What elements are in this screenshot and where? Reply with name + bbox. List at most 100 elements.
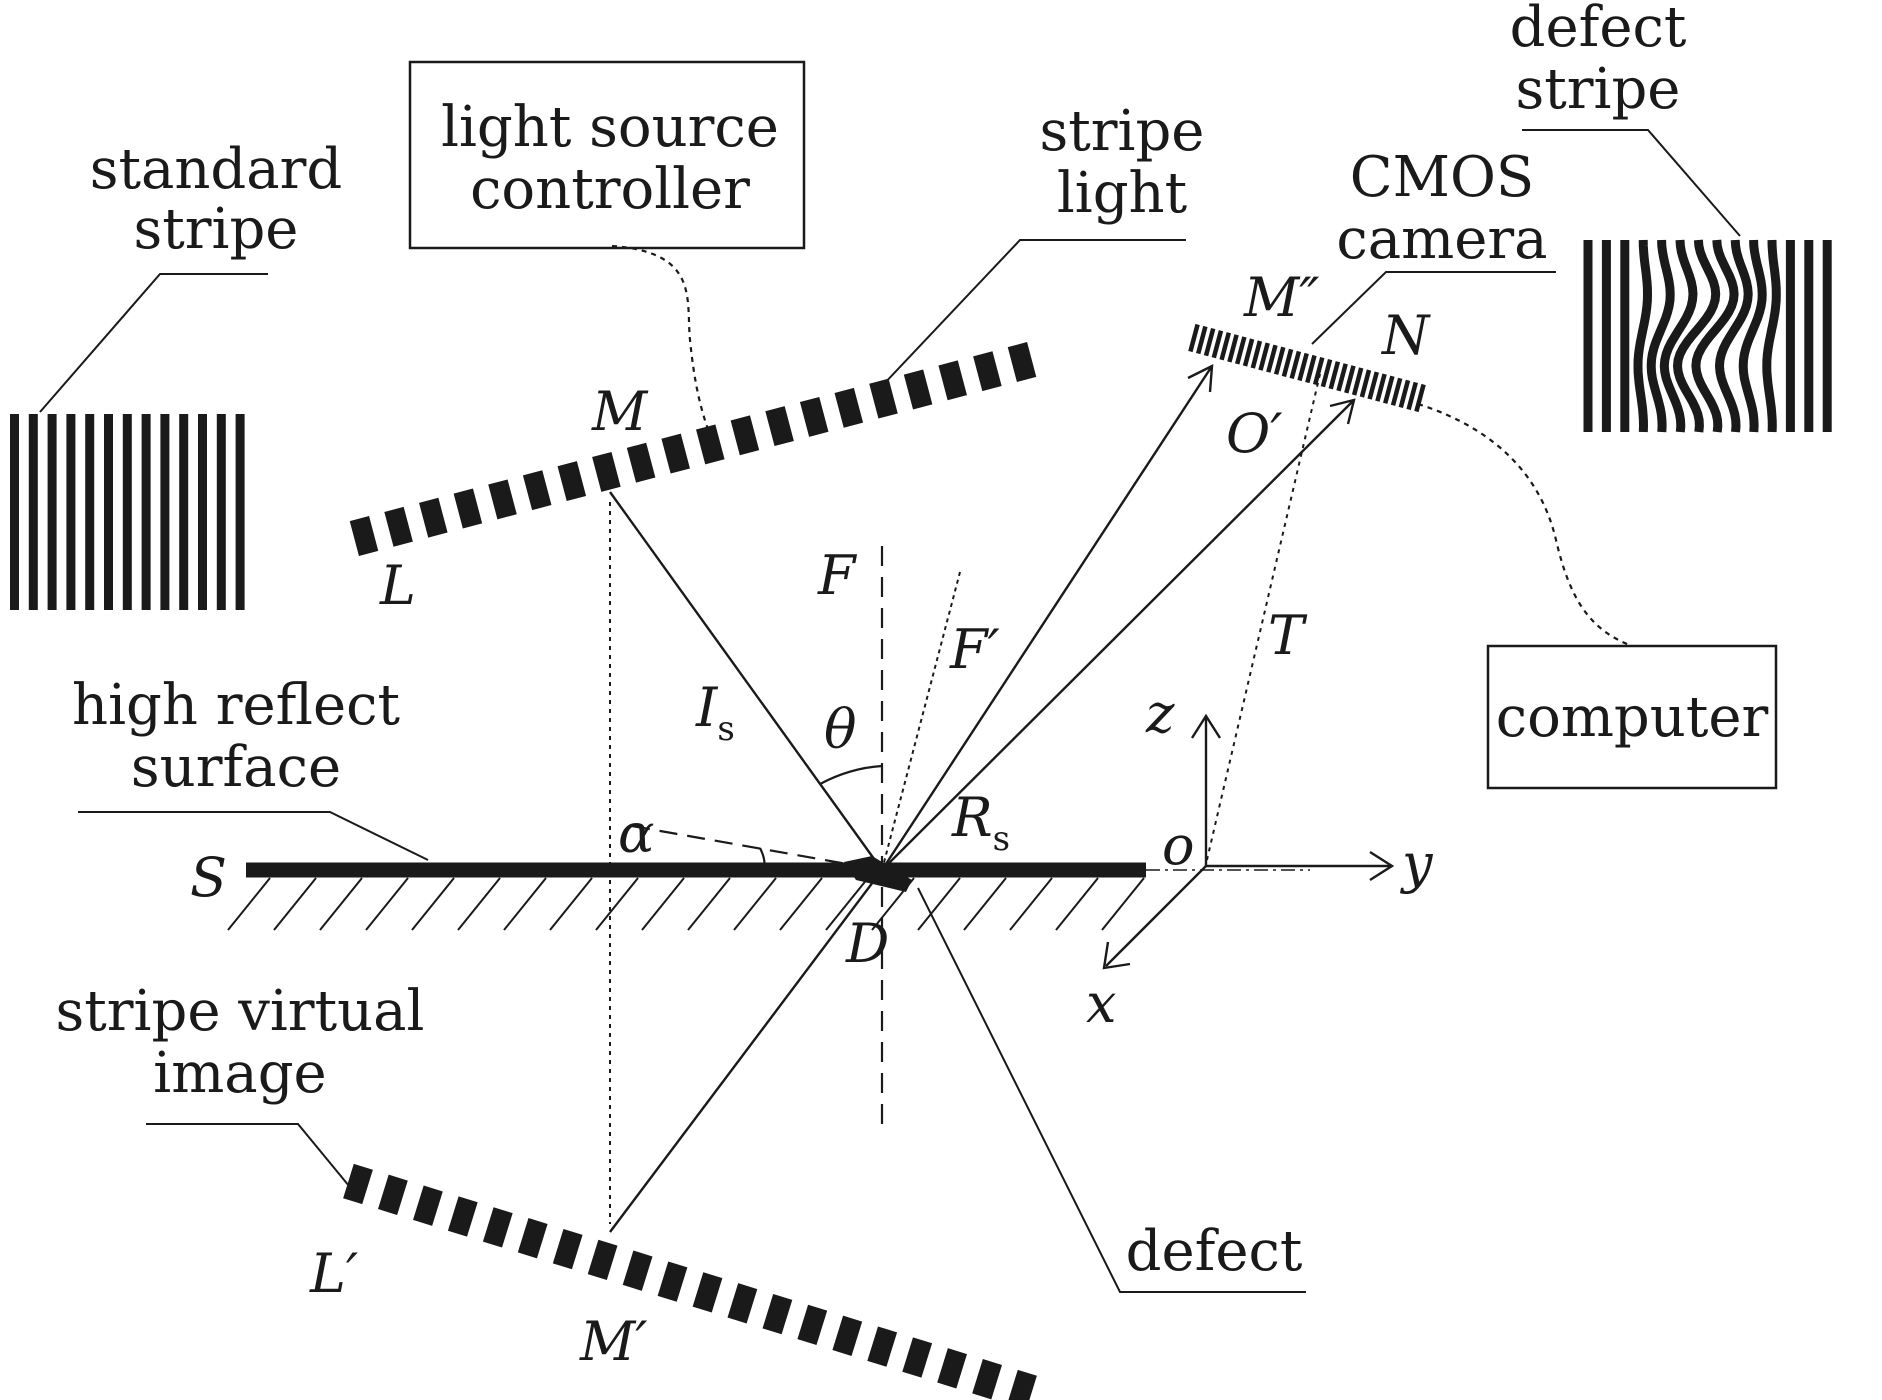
virtual-image-block xyxy=(692,1272,723,1313)
hatch-line xyxy=(1055,877,1099,931)
camera-pixel-tick xyxy=(1188,323,1200,353)
camera-pixel-tick xyxy=(1351,367,1364,396)
stripe-light-block xyxy=(973,351,1002,392)
symbol-L-prime: L′ xyxy=(309,1242,358,1305)
hatch-line xyxy=(457,877,501,931)
symbol-z: z xyxy=(1145,682,1175,745)
standard-stripe-bar xyxy=(85,414,95,610)
stripe-light-block xyxy=(419,497,448,538)
stripe-light-block xyxy=(384,506,413,547)
camera-pixel-tick xyxy=(1390,377,1403,406)
defect-stripe-leader xyxy=(1522,129,1741,237)
stripe-light-block xyxy=(557,461,587,502)
stripe-light-block xyxy=(626,442,656,483)
stripe-light-leader xyxy=(881,239,1186,387)
symbol-Rs: Rs xyxy=(951,786,1010,859)
defect-stripe-bar xyxy=(1672,239,1721,433)
reflected-ray-Rs xyxy=(881,399,1355,871)
stripe-virtual-image-label-line1: stripe virtual xyxy=(56,979,425,1044)
incident-ray-Is xyxy=(609,491,883,871)
symbol-Is-subscript: s xyxy=(717,709,734,749)
cmos-camera-sensor xyxy=(1188,323,1426,413)
camera-pixel-tick xyxy=(1266,344,1278,373)
symbol-I: I xyxy=(695,676,719,739)
defect-stripe-label-line1: defect xyxy=(1510,0,1687,60)
stripe-light-block xyxy=(834,387,864,428)
camera-pixel-tick xyxy=(1227,334,1239,363)
camera-pixel-tick xyxy=(1235,336,1247,365)
virtual-image-block xyxy=(587,1239,618,1281)
standard-stripe-bar xyxy=(104,414,113,610)
hatch-line xyxy=(779,877,823,931)
virtual-image-block xyxy=(517,1218,548,1259)
hatch-line xyxy=(319,877,363,931)
virtual-image-block xyxy=(378,1174,408,1215)
camera-pixel-tick xyxy=(1281,348,1294,377)
symbol-x: x xyxy=(1086,972,1116,1035)
symbol-O-prime: O′ xyxy=(1226,402,1283,465)
stripe-light-block xyxy=(1007,342,1037,382)
stripe-light-block xyxy=(799,396,829,437)
normal-F-prime xyxy=(881,571,961,871)
virtual-image-block xyxy=(413,1185,443,1226)
virtual-image-block xyxy=(762,1293,793,1335)
hatch-line xyxy=(365,877,409,931)
computer-cable xyxy=(1417,402,1633,648)
symbol-F-prime: F′ xyxy=(949,618,1000,681)
x-axis xyxy=(1105,865,1207,967)
defect-stripe-bar xyxy=(1714,239,1753,433)
alpha-arc xyxy=(759,847,766,869)
virtual-image-block xyxy=(343,1163,373,1205)
hatch-line xyxy=(1009,877,1053,931)
hatch-line xyxy=(227,877,271,931)
camera-pixel-tick xyxy=(1297,352,1309,382)
camera-pixel-tick xyxy=(1242,338,1255,367)
reflected-ray-arrowhead-1 xyxy=(1187,363,1214,393)
defect-leader xyxy=(917,887,1306,1293)
hatch-line xyxy=(595,877,639,931)
standard-stripe-bar xyxy=(216,414,226,610)
stripe-light-label-line1: stripe xyxy=(1040,99,1205,164)
symbol-N: N xyxy=(1380,304,1431,367)
surface-hatching xyxy=(227,877,1145,931)
hatch-line xyxy=(963,877,1007,931)
symbol-M: M xyxy=(591,380,649,443)
camera-pixel-tick xyxy=(1359,369,1372,398)
stripe-light-block xyxy=(661,433,690,474)
symbol-S: S xyxy=(190,846,227,909)
x-axis-arrowhead xyxy=(1102,941,1131,970)
symbol-o: o xyxy=(1162,814,1195,877)
virtual-image-block xyxy=(867,1326,898,1367)
virtual-image-block xyxy=(972,1359,1002,1400)
camera-pixel-tick xyxy=(1273,346,1286,375)
stripe-light-block xyxy=(938,360,967,401)
camera-pixel-tick xyxy=(1406,381,1418,411)
hatch-line xyxy=(687,877,731,931)
light-source-controller-label-line2: controller xyxy=(470,157,750,222)
camera-pixel-tick xyxy=(1211,330,1224,359)
symbol-alpha: α xyxy=(618,802,654,865)
stripe-light-block xyxy=(522,470,552,511)
virtual-image-block xyxy=(727,1283,758,1324)
camera-pixel-tick xyxy=(1398,379,1411,408)
camera-pixel-tick xyxy=(1367,371,1379,400)
symbol-T: T xyxy=(1268,604,1308,667)
symbol-M-double-prime: M″ xyxy=(1243,266,1319,329)
virtual-image-block xyxy=(1007,1369,1037,1400)
symbol-L: L xyxy=(379,554,416,617)
defect-stripe-bar xyxy=(1633,239,1653,433)
defect-stripe-bar xyxy=(1691,239,1739,433)
defect-stripe-bar xyxy=(1659,239,1698,433)
standard-stripe-bar xyxy=(235,414,245,610)
virtual-image-block xyxy=(657,1261,688,1302)
camera-pixel-tick xyxy=(1328,361,1341,390)
symbol-R: R xyxy=(951,786,993,849)
computer-label: computer xyxy=(1496,685,1769,750)
defect-stripe-label-line2: stripe xyxy=(1516,57,1681,122)
virtual-image-block xyxy=(482,1207,513,1248)
camera-pixel-tick xyxy=(1414,383,1426,413)
camera-pixel-tick xyxy=(1219,332,1231,361)
hatch-line xyxy=(733,877,777,931)
